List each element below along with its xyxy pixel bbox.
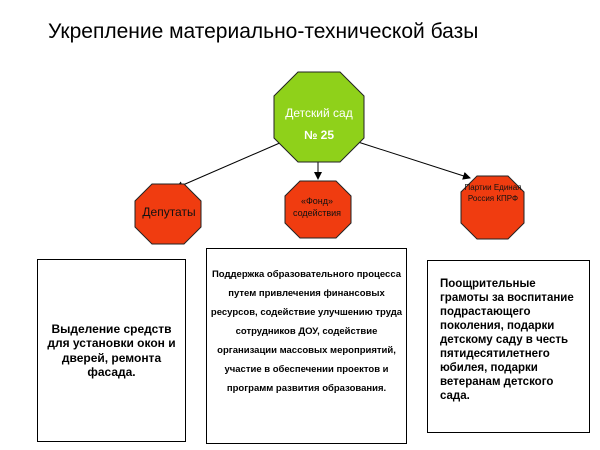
party-octagon	[460, 175, 525, 240]
deputies-support-box: Выделение средств для установки окон и д…	[37, 259, 186, 442]
deputies-node-label: Депутаты	[142, 205, 196, 219]
center-node-line2: № 25	[303, 128, 335, 142]
arrow-to-deputies	[175, 141, 283, 189]
party-support-box: Поощрительные грамоты за воспитание подр…	[427, 260, 590, 433]
fund-support-text: Поддержка образовательного процесса путе…	[210, 269, 403, 394]
page-title: Укрепление материально-технической базы	[48, 20, 479, 43]
center-node-label: Детский сад № 25	[276, 104, 362, 144]
party-node-label: Партии Единая Россия КПРФ	[464, 183, 522, 203]
fund-support-box: Поддержка образовательного процесса путе…	[206, 248, 407, 444]
fund-octagon	[284, 180, 352, 239]
party-support-text: Поощрительные грамоты за воспитание подр…	[440, 278, 574, 403]
fund-node-label: «Фонд» содействия	[293, 196, 341, 218]
deputies-support-text: Выделение средств для установки окон и д…	[47, 321, 176, 379]
arrow-to-party	[357, 141, 471, 180]
deputies-octagon	[134, 183, 202, 245]
center-octagon	[273, 71, 365, 163]
center-node-line1: Детский сад	[285, 106, 353, 120]
